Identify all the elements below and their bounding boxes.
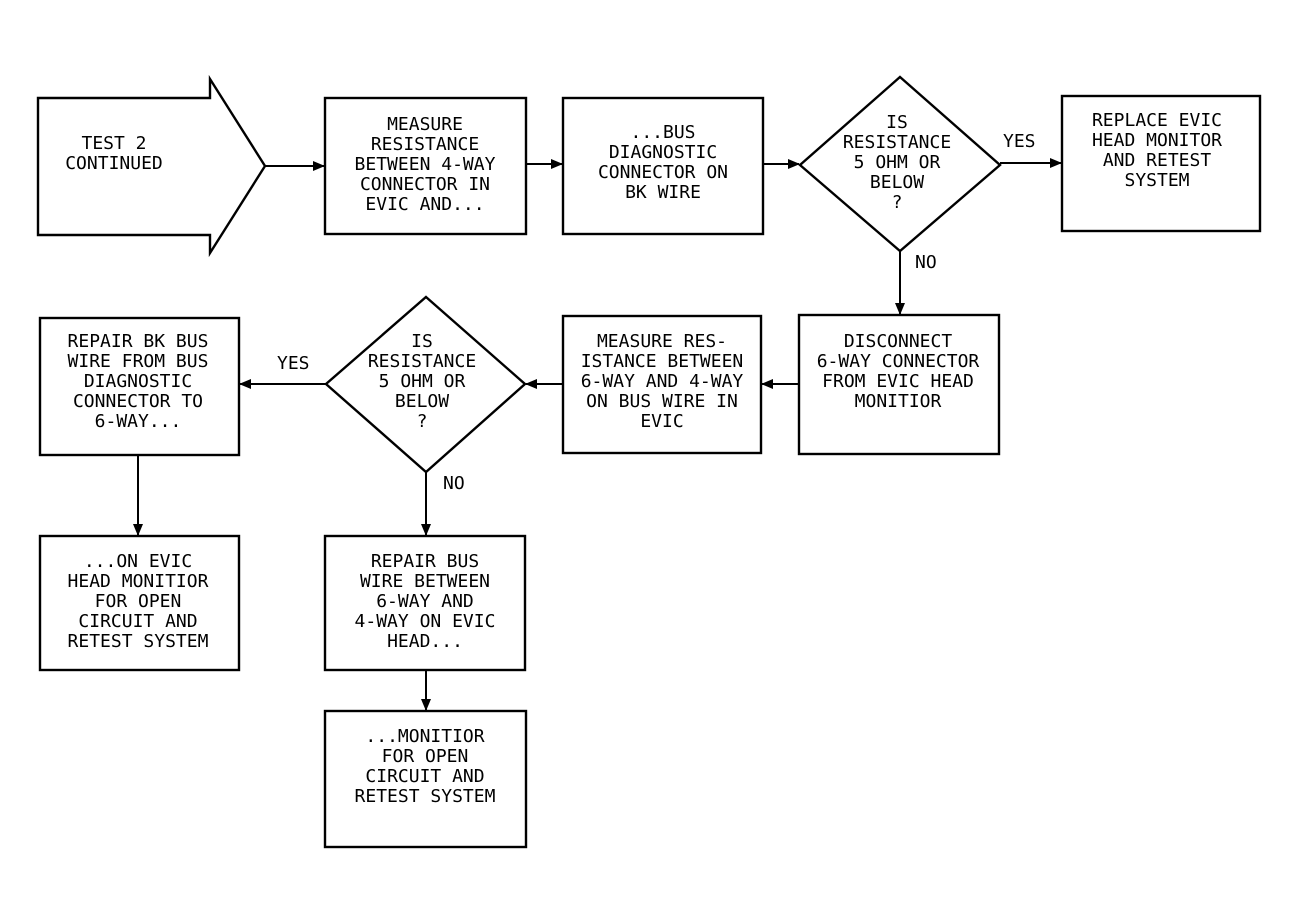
measure-6way-text-line: ON BUS WIRE IN [586, 391, 738, 412]
repair-bus-text-line: REPAIR BUS [371, 551, 479, 572]
bus-diagnostic-text-line: BK WIRE [625, 182, 701, 203]
decision-2-text-line: ? [417, 411, 428, 432]
disconnect-6way-box [797, 313, 1001, 456]
measure-4way-text-line: CONNECTOR IN [360, 174, 490, 195]
replace-evic-text-line: SYSTEM [1124, 170, 1189, 191]
measure-4way-text-line: EVIC AND... [365, 194, 484, 215]
measure-4way-text-line: RESISTANCE [371, 134, 479, 155]
on-evic-text-line: HEAD MONITIOR [68, 571, 209, 592]
measure-6way-text-line: ISTANCE BETWEEN [581, 351, 744, 372]
monitior-text-line: RETEST SYSTEM [355, 786, 496, 807]
decision-1-no-label: NO [915, 252, 937, 273]
measure-6way-text-line: 6-WAY AND 4-WAY [581, 371, 744, 392]
measure-6way-text-line: MEASURE RES- [597, 331, 727, 352]
monitior-text-line: CIRCUIT AND [365, 766, 484, 787]
decision-2-text-line: RESISTANCE [368, 351, 476, 372]
bus-diagnostic-text-line: DIAGNOSTIC [609, 142, 717, 163]
decision-2-text-line: 5 OHM OR [379, 371, 466, 392]
replace-evic-text-line: HEAD MONITOR [1092, 130, 1222, 151]
on-evic-text-line: RETEST SYSTEM [68, 631, 209, 652]
decision-1-text-line: ? [892, 192, 903, 213]
repair-bk-box [38, 316, 241, 457]
start-label-line: CONTINUED [65, 153, 163, 174]
monitior-text-line: FOR OPEN [382, 746, 469, 767]
decision-1-text-line: RESISTANCE [843, 132, 951, 153]
repair-bus-text-line: WIRE BETWEEN [360, 571, 490, 592]
measure-4way-box [323, 96, 528, 236]
replace-evic-box [1060, 94, 1262, 233]
replace-evic-text-line: REPLACE EVIC [1092, 110, 1222, 131]
on-evic-text-line: FOR OPEN [95, 591, 182, 612]
start-arrow-shape [36, 74, 267, 258]
disconnect-6way-text-line: 6-WAY CONNECTOR [817, 351, 980, 372]
decision-1-text-line: BELOW [870, 172, 924, 193]
disconnect-6way-text-line: DISCONNECT [844, 331, 953, 352]
repair-bus-text-line: 6-WAY AND [376, 591, 474, 612]
disconnect-6way-text-line: MONITIOR [855, 391, 942, 412]
decision-1-text-line: 5 OHM OR [854, 152, 941, 173]
decision-1-yes-label: YES [1003, 131, 1036, 152]
repair-bk-text-line: REPAIR BK BUS [68, 331, 209, 352]
repair-bk-text-line: WIRE FROM BUS [68, 351, 209, 372]
measure-6way-text-line: EVIC [640, 411, 683, 432]
bus-diagnostic-text-line: ...BUS [630, 122, 695, 143]
replace-evic-text-line: AND RETEST [1103, 150, 1212, 171]
on-evic-text-line: ...ON EVIC [84, 551, 192, 572]
decision-1-text-line: IS [886, 112, 908, 133]
disconnect-6way-text-line: FROM EVIC HEAD [822, 371, 974, 392]
decision-2-text-line: BELOW [395, 391, 449, 412]
monitior-box [323, 709, 528, 849]
on-evic-text-line: CIRCUIT AND [78, 611, 197, 632]
monitior-text-line: ...MONITIOR [365, 726, 484, 747]
repair-bk-text-line: 6-WAY... [95, 411, 182, 432]
measure-4way-text-line: MEASURE [387, 114, 463, 135]
on-evic-box [38, 534, 241, 672]
decision-2-no-label: NO [443, 473, 465, 494]
bus-diagnostic-box [561, 96, 765, 236]
repair-bk-text-line: CONNECTOR TO [73, 391, 203, 412]
repair-bus-text-line: 4-WAY ON EVIC [355, 611, 496, 632]
repair-bk-text-line: DIAGNOSTIC [84, 371, 192, 392]
measure-4way-text-line: BETWEEN 4-WAY [355, 154, 496, 175]
decision-2-yes-label: YES [277, 353, 310, 374]
repair-bus-text-line: HEAD... [387, 631, 463, 652]
decision-2-text-line: IS [411, 331, 433, 352]
start-label-line: TEST 2 [81, 133, 146, 154]
bus-diagnostic-text-line: CONNECTOR ON [598, 162, 728, 183]
